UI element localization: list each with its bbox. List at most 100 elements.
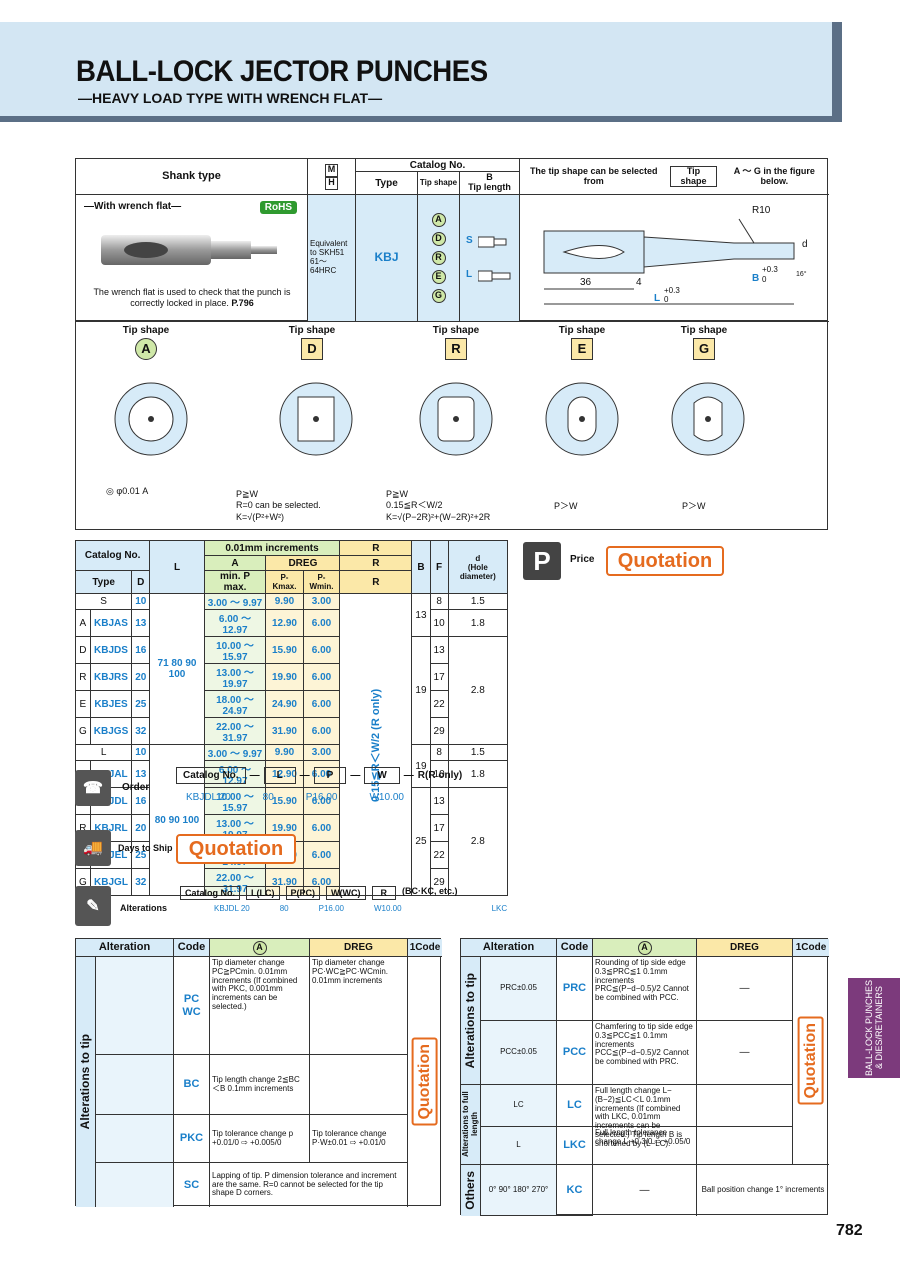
alt-left-h-a: A xyxy=(210,939,310,957)
catalog-code: KBJDS xyxy=(89,636,133,664)
alt-left-pc-dreg: Tip diameter change PC·WC≧PC·WCmin. 0.01… xyxy=(310,957,408,1055)
type-cell: L xyxy=(74,744,133,761)
alt-ex-w: W10.00 xyxy=(374,904,402,913)
p-range: 3.00 ～ 9.97 xyxy=(203,744,267,761)
alt-left-quote[interactable]: Quotation xyxy=(408,957,442,1207)
order-sep-2: — xyxy=(299,770,310,781)
order-field-w: W xyxy=(364,767,400,784)
p-range: 10.00 ～ 15.97 xyxy=(203,636,267,664)
tipshape-header: Tip shape xyxy=(418,172,460,195)
pt-h-b: B xyxy=(411,540,431,594)
hole-diameter: 2.8 xyxy=(447,787,509,896)
len-l: L xyxy=(466,269,473,280)
shape-e: E xyxy=(431,270,446,284)
alt-left-pkc-code: PKC xyxy=(174,1115,210,1163)
alt-right-dreg: — xyxy=(697,1021,793,1085)
type-cell: S xyxy=(74,593,133,610)
page-subtitle: —HEAVY LOAD TYPE WITH WRENCH FLAT— xyxy=(78,90,383,106)
alt-left-h-dreg: DREG xyxy=(310,939,408,957)
alt-ex-l: 80 xyxy=(279,904,289,913)
pt-h-r2: R xyxy=(339,555,413,571)
tip-d: Tip shape D xyxy=(262,325,362,360)
f-value: 22 xyxy=(429,690,449,718)
tip-g: Tip shape G xyxy=(654,325,754,360)
pt-h-d-label: d xyxy=(475,553,481,563)
alt-right-dreg: Ball position change 1° increments xyxy=(701,1185,825,1195)
tip-note-text: The tip shape can be selected from xyxy=(529,165,658,186)
alt-right-a: Rounding of tip side edge 0.3≦PRC≦1 0.1m… xyxy=(593,957,697,1021)
alt-right-side-1-label: Alterations to tip xyxy=(462,972,477,1069)
alt-right-table: Alteration Code A DREG 1Code Alterations… xyxy=(460,938,829,1216)
pt-h-r: R xyxy=(339,540,413,556)
alteration-fields: Catalog No. L(LC) P(PC) W(WC) R (BC·KC, … xyxy=(180,886,458,900)
alt-right-side-2: Alterations to full length xyxy=(461,1085,481,1165)
pk-max: 24.90 xyxy=(265,690,304,718)
dim-l-tol: +0.3 xyxy=(664,286,680,295)
dimension-drawing: R10 d 36 4 B +0.3 0 L +0.3 0 16° xyxy=(520,195,829,322)
order-field-p: P xyxy=(313,767,347,784)
alt-field-w: W(WC) xyxy=(326,886,366,900)
pk-max: 12.90 xyxy=(265,609,304,637)
d-value: 10 xyxy=(131,744,151,761)
tip-e-badge: E xyxy=(571,337,593,360)
d-value: 16 xyxy=(131,636,151,664)
alt-right-code: PCC xyxy=(557,1021,593,1085)
alt-left-pkc-dreg: Tip tolerance change P·W±0.01 ⇨ +0.01/0 xyxy=(310,1115,408,1163)
tip-r: Tip shape R xyxy=(406,325,506,360)
h-badge: H xyxy=(325,176,338,190)
price-quotation[interactable]: Quotation xyxy=(606,546,724,576)
alt-right-a: Chamfering to tip side edge 0.3≦PCC≦1 0.… xyxy=(593,1021,697,1085)
ship-quotation[interactable]: Quotation xyxy=(176,834,296,864)
tip-note-badge: Tip shape xyxy=(669,165,718,188)
order-example: KBJDL 20 80 P16.00 W10.00 xyxy=(186,792,404,803)
tip-a-note: ◎ φ0.01 A xyxy=(106,486,149,496)
order-sep-3: — xyxy=(350,770,361,781)
dim-l-tol0: 0 xyxy=(664,295,669,304)
alt-right-quote-label: Quotation xyxy=(798,1016,824,1105)
p-range: 18.00 ～ 24.97 xyxy=(203,690,267,718)
dim-b-tol: +0.3 xyxy=(762,265,778,274)
tip-e: Tip shape E xyxy=(532,325,632,360)
catalog-header: Catalog No. xyxy=(356,159,520,172)
tip-d-drawing xyxy=(279,382,353,456)
alt-right-side-3-label: Others xyxy=(462,1171,477,1210)
alt-left-pkc-a: Tip tolerance change p +0.01/0 ⇨ +0.005/… xyxy=(210,1115,310,1163)
l-values: 71 80 90 100 xyxy=(149,593,205,745)
shape-a: A xyxy=(431,213,446,227)
mh-header: M H xyxy=(308,159,356,195)
alt-field-catalog: Catalog No. xyxy=(180,886,241,900)
alt-ex-code: LKC xyxy=(491,904,508,913)
alt-right-quote[interactable]: Quotation xyxy=(793,957,829,1165)
dim-d: d xyxy=(802,239,808,250)
type-header: Type xyxy=(356,172,418,195)
wrench-ref-link[interactable]: P.796 xyxy=(231,298,254,309)
punch-drawing xyxy=(543,218,795,305)
side-tab[interactable]: BALL-LOCK PUNCHES & DIES/RETAINERS xyxy=(848,978,900,1078)
dim-b: B xyxy=(752,273,760,284)
pt-h-catalog: Catalog No. xyxy=(74,540,151,571)
pw-min: 6.00 xyxy=(302,636,341,664)
order-field-l: L xyxy=(263,767,296,784)
alt-left-pc-code: PC WC xyxy=(174,957,210,1055)
alt-right-code: KC xyxy=(557,1165,593,1216)
rohs-badge: RoHS xyxy=(259,201,297,214)
pk-max: 9.90 xyxy=(265,593,304,610)
page-title: BALL-LOCK JECTOR PUNCHES xyxy=(76,55,488,88)
shank-type-header: Shank type xyxy=(76,159,308,195)
long-tip-icon xyxy=(478,270,511,282)
catalog-code: KBJES xyxy=(89,690,133,718)
tip-a-badge: A xyxy=(135,337,157,360)
pk-max: 31.90 xyxy=(265,717,304,745)
length-list: S L xyxy=(460,195,520,322)
tip-d-note-3: K=√(P²+W²) xyxy=(236,511,284,522)
tip-d-label: Tip shape xyxy=(288,325,336,336)
hole-diameter: 1.8 xyxy=(447,609,509,637)
pk-max: 9.90 xyxy=(265,744,304,761)
order-sep-1: — xyxy=(249,770,260,781)
order-fields: Catalog No.— L— P— W— R(R only) xyxy=(176,767,462,784)
dim-r10: R10 xyxy=(752,205,771,216)
